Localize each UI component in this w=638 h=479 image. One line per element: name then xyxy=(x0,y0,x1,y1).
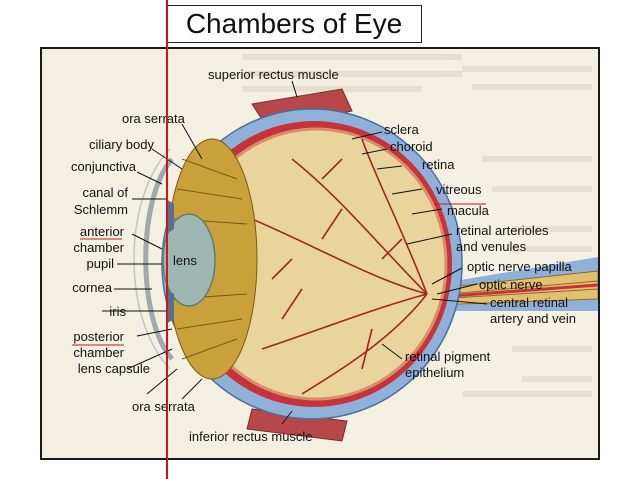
label-sclera: sclera xyxy=(384,122,419,137)
conjunctiva xyxy=(133,148,171,370)
label-canal-of: canal of xyxy=(82,185,128,200)
label-iris: iris xyxy=(109,304,126,319)
page-title: Chambers of Eye xyxy=(166,5,422,43)
background-page-texture xyxy=(242,49,598,458)
red-annotation-line xyxy=(166,0,168,479)
diagram-frame: superior rectus muscle ora serrata cilia… xyxy=(40,47,600,460)
label-central-retinal: central retinal xyxy=(490,295,568,310)
label-epithelium: epithelium xyxy=(405,365,464,380)
label-lens-capsule: lens capsule xyxy=(78,361,150,376)
label-optic-nerve-papilla: optic nerve papilla xyxy=(467,259,573,274)
optic-nerve xyxy=(431,257,598,311)
label-retinal-arterioles: retinal arterioles xyxy=(456,223,549,238)
leader-lines xyxy=(102,80,488,425)
label-and-venules: and venules xyxy=(456,239,527,254)
iris xyxy=(166,199,174,324)
label-ciliary-body: ciliary body xyxy=(89,137,155,152)
label-conjunctiva: conjunctiva xyxy=(71,159,137,174)
label-retinal-pigment: retinal pigment xyxy=(405,349,491,364)
lens xyxy=(162,213,216,307)
cornea xyxy=(143,157,174,361)
label-optic-nerve: optic nerve xyxy=(479,277,543,292)
label-superior-rectus-muscle: superior rectus muscle xyxy=(208,67,339,82)
label-inferior-rectus-muscle: inferior rectus muscle xyxy=(189,429,313,444)
label-artery-and-vein: artery and vein xyxy=(490,311,576,326)
retinal-vessels xyxy=(251,138,428,395)
label-retina: retina xyxy=(422,157,455,172)
label-vitreous: vitreous xyxy=(436,182,482,197)
label-choroid: choroid xyxy=(390,139,433,154)
label-anterior: anterior xyxy=(80,224,125,239)
label-schlemm: Schlemm xyxy=(74,202,128,217)
label-posterior: posterior xyxy=(73,329,124,344)
eye-diagram: superior rectus muscle ora serrata cilia… xyxy=(71,49,598,458)
label-ora-serrata-top: ora serrata xyxy=(122,111,186,126)
label-cornea: cornea xyxy=(72,280,113,295)
label-ora-serrata-bottom: ora serrata xyxy=(132,399,196,414)
label-macula: macula xyxy=(447,203,490,218)
label-lens: lens xyxy=(173,253,197,268)
label-chamber-posterior: chamber xyxy=(73,345,124,360)
label-pupil: pupil xyxy=(87,256,115,271)
label-chamber-anterior: chamber xyxy=(73,240,124,255)
